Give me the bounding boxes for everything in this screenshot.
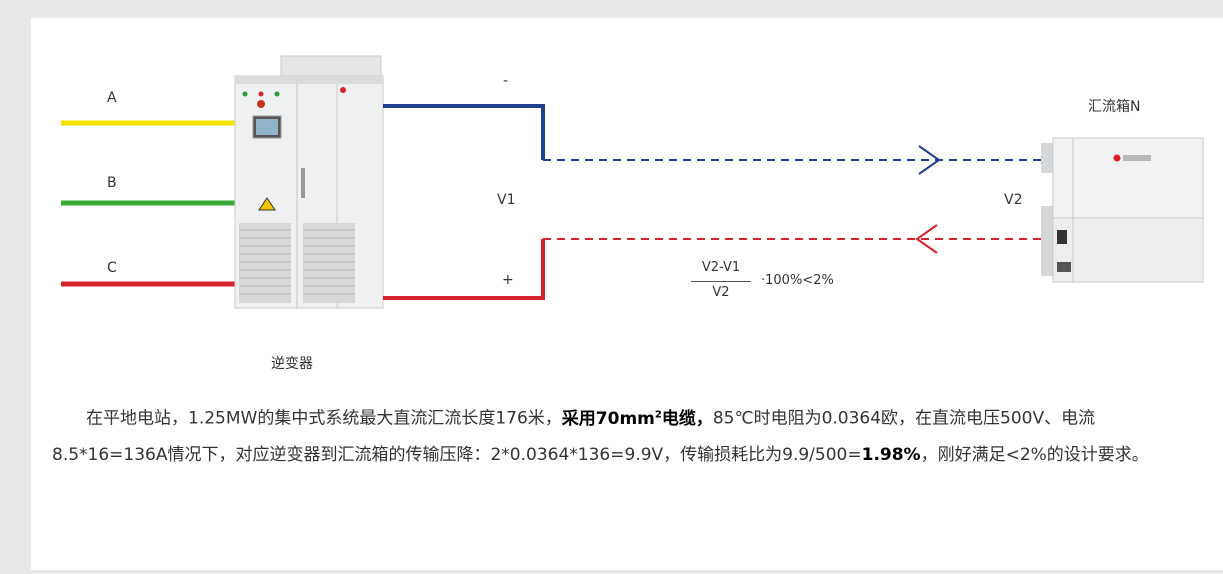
phase-c-label: C xyxy=(107,260,117,276)
arrow-left-icon xyxy=(915,224,938,254)
paragraph-bold-ratio: 1.98% xyxy=(861,444,921,465)
voltage-drop-diagram xyxy=(61,55,1204,309)
formula-tail: ·100%<2% xyxy=(761,273,834,288)
dc-positive-line xyxy=(383,239,545,300)
inverter-cabinet-image xyxy=(234,55,384,309)
paragraph-bold-cable: 采用70mm2电缆， xyxy=(562,409,713,429)
combiner-box-image xyxy=(1041,137,1204,283)
v1-label: V1 xyxy=(497,192,516,208)
paragraph-bold-cable-text: 采用70mm xyxy=(561,408,655,429)
inverter-label: 逆变器 xyxy=(271,356,313,372)
phase-b-label: B xyxy=(107,175,117,191)
v2-label: V2 xyxy=(1004,192,1023,208)
content-card: A B C - + V1 V2 汇流箱N 逆变器 V2-V1 V2 ·100%<… xyxy=(31,18,1223,570)
positive-terminal-label: + xyxy=(502,272,514,288)
paragraph-text-2: 85℃时电阻为0.0364欧，在直流电压500V、电流8.5*16=136A情况… xyxy=(52,408,1096,465)
paragraph-text-3: ，刚好满足<2%的设计要求。 xyxy=(920,444,1149,465)
combiner-box-label: 汇流箱N xyxy=(1088,99,1141,115)
superscript-2: 2 xyxy=(654,409,662,420)
arrow-right-icon xyxy=(918,145,941,175)
dc-negative-line xyxy=(383,104,545,160)
formula-fraction-bar xyxy=(691,281,751,282)
formula-numerator: V2-V1 xyxy=(701,260,741,275)
paragraph-bold-comma: ， xyxy=(695,408,713,429)
formula-denominator: V2 xyxy=(712,285,730,300)
description-paragraph: 在平地电站，1.25MW的集中式系统最大直流汇流长度176米，采用70mm2电缆… xyxy=(52,397,1192,473)
paragraph-bold-cable-suffix: 电缆 xyxy=(661,408,696,429)
phase-a-label: A xyxy=(107,90,117,106)
paragraph-text-1: 在平地电站，1.25MW的集中式系统最大直流汇流长度176米， xyxy=(86,408,562,429)
negative-terminal-label: - xyxy=(503,73,509,89)
